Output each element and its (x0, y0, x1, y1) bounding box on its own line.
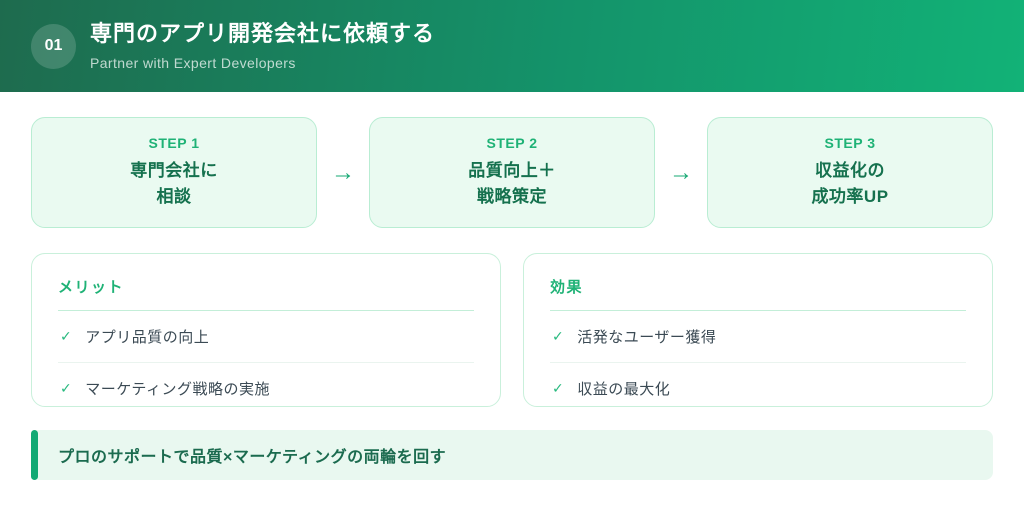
check-icon: ✓ (552, 328, 565, 344)
effect-card-title: 効果 (550, 276, 966, 311)
step-1-label: STEP 1 (148, 134, 200, 151)
list-item: ✓ 収益の最大化 (550, 363, 966, 414)
step-card-1: STEP 1 専門会社に 相談 (31, 117, 317, 228)
merit-card-title: メリット (58, 276, 474, 311)
steps-row: STEP 1 専門会社に 相談 → STEP 2 品質向上＋ 戦略策定 → ST… (31, 117, 993, 228)
step-1-title-line-2: 相談 (156, 187, 192, 206)
summary-accent-bar (31, 430, 38, 480)
list-item-label: 収益の最大化 (577, 381, 671, 398)
header: 01 専門のアプリ開発会社に依頼する Partner with Expert D… (0, 0, 1024, 92)
step-3-label: STEP 3 (824, 134, 876, 151)
step-3-title-line-1: 収益化の (815, 160, 885, 180)
step-3-title-line-2: 成功率UP (811, 187, 889, 206)
list-item: ✓ アプリ品質の向上 (58, 311, 474, 363)
check-icon: ✓ (552, 380, 565, 396)
effect-card: 効果 ✓ 活発なユーザー獲得 ✓ 収益の最大化 (523, 253, 993, 407)
step-1-title-line-1: 専門会社に (130, 160, 218, 180)
page-title: 専門のアプリ開発会社に依頼する (90, 21, 436, 47)
list-item-label: マーケティング戦略の実施 (85, 381, 271, 398)
merit-card: メリット ✓ アプリ品質の向上 ✓ マーケティング戦略の実施 (31, 253, 501, 407)
list-item-label: 活発なユーザー獲得 (577, 329, 717, 346)
arrow-right-icon: → (669, 158, 693, 186)
step-card-2: STEP 2 品質向上＋ 戦略策定 (369, 117, 655, 228)
step-number-badge: 01 (31, 23, 76, 69)
step-2-title-line-1: 品質向上＋ (468, 160, 556, 180)
check-icon: ✓ (60, 380, 73, 396)
arrow-right-icon: → (331, 158, 355, 186)
summary-text: プロのサポートで品質×マーケティングの両輪を回す (58, 449, 447, 466)
step-2-title-line-2: 戦略策定 (477, 187, 547, 206)
step-2-label: STEP 2 (486, 134, 538, 151)
cards-row: メリット ✓ アプリ品質の向上 ✓ マーケティング戦略の実施 効果 ✓ 活発なユ… (31, 253, 993, 407)
page-subtitle: Partner with Expert Developers (90, 54, 296, 71)
header-text: 専門のアプリ開発会社に依頼する Partner with Expert Deve… (90, 21, 435, 70)
list-item-label: アプリ品質の向上 (85, 329, 210, 346)
list-item: ✓ 活発なユーザー獲得 (550, 311, 966, 363)
summary-bar: プロのサポートで品質×マーケティングの両輪を回す (31, 430, 993, 480)
check-icon: ✓ (60, 328, 73, 344)
list-item: ✓ マーケティング戦略の実施 (58, 363, 474, 414)
step-card-3: STEP 3 収益化の 成功率UP (707, 117, 993, 228)
